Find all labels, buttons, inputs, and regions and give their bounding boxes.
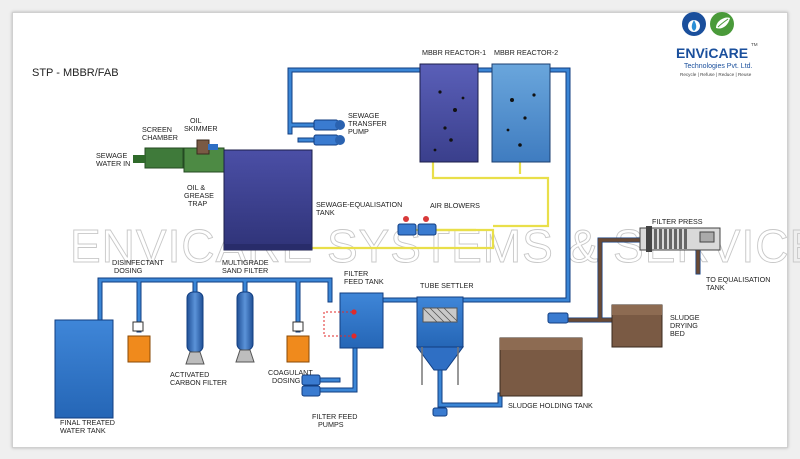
label-filter-feed-pumps-1: FILTER FEED [312, 412, 357, 421]
disinfectant-dosing-tank [127, 321, 151, 363]
label-oil-skimmer-1: OIL [190, 116, 202, 125]
coagulant-dosing-tank [286, 321, 310, 363]
label-mbbr-reactor-1: MBBR REACTOR-1 [422, 48, 486, 57]
filter-feed-tank [323, 292, 384, 349]
label-sludge-drying-bed-2: DRYING [670, 321, 698, 330]
final-treated-water-tank [54, 319, 114, 419]
label-to-equalisation-2: TANK [706, 283, 725, 292]
sludge-drying-bed [611, 304, 663, 348]
label-sewage-water-in-1: SEWAGE [96, 151, 127, 160]
label-sludge-holding-tank: SLUDGE HOLDING TANK [508, 401, 593, 410]
tube-settler [416, 296, 464, 417]
label-coagulant-dosing-2: DOSING [272, 376, 301, 385]
label-to-equalisation-1: TO EQUALISATION [706, 275, 770, 284]
label-sewage-transfer-pump-2: TRANSFER [348, 119, 387, 128]
label-oil-grease-trap-3: TRAP [188, 199, 207, 208]
envicare-logo: ENViCARE TM Technologies Pvt. Ltd. Recyc… [676, 12, 758, 77]
activated-carbon-filter [185, 291, 205, 365]
label-oil-grease-trap-1: OIL & [187, 183, 205, 192]
label-activated-carbon-filter-2: CARBON FILTER [170, 378, 227, 387]
air-blowers [397, 216, 437, 236]
logo-company-name: Technologies Pvt. Ltd. [684, 63, 753, 70]
diagram-labels: SEWAGE WATER IN SCREEN CHAMBER OIL SKIMM… [60, 48, 770, 435]
label-mbbr-reactor-2: MBBR REACTOR-2 [494, 48, 558, 57]
label-coagulant-dosing-1: COAGULANT [268, 368, 313, 377]
label-sewage-water-in-2: WATER IN [96, 159, 130, 168]
logo-tagline: Recycle | Refuse | Reduce | Reuse [680, 72, 752, 77]
label-activated-carbon-filter-1: ACTIVATED [170, 370, 209, 379]
label-sewage-transfer-pump-3: PUMP [348, 127, 369, 136]
sludge-pump [547, 312, 569, 324]
label-disinfectant-dosing-1: DISINFECTANT [112, 258, 164, 267]
label-oil-grease-trap-2: GREASE [184, 191, 214, 200]
label-final-treated-water-tank-2: WATER TANK [60, 426, 106, 435]
label-filter-feed-tank-1: FILTER [344, 269, 368, 278]
label-final-treated-water-tank-1: FINAL TREATED [60, 418, 115, 427]
logo-trademark: TM [751, 42, 758, 47]
label-disinfectant-dosing-2: DOSING [114, 266, 143, 275]
label-filter-press: FILTER PRESS [652, 217, 703, 226]
water-drop-leaf-icon [682, 12, 734, 36]
multigrade-sand-filter [235, 291, 255, 363]
filter-feed-pumps [301, 374, 321, 397]
logo-brand-name: ENViCARE [676, 45, 748, 61]
sewage-equalisation-tank [223, 149, 313, 251]
screen-chamber [133, 139, 225, 173]
label-oil-skimmer-2: SKIMMER [184, 124, 218, 133]
label-filter-feed-tank-2: FEED TANK [344, 277, 384, 286]
label-screen-chamber-1: SCREEN [142, 125, 172, 134]
pipe-network [97, 67, 701, 408]
mbbr-reactor-1 [419, 63, 479, 163]
label-filter-feed-pumps-2: PUMPS [318, 420, 344, 429]
sludge-holding-tank [499, 337, 583, 397]
diagram-title: STP - MBBR/FAB [32, 67, 119, 79]
label-tube-settler: TUBE SETTLER [420, 281, 474, 290]
filter-press [639, 226, 721, 252]
label-sludge-drying-bed-1: SLUDGE [670, 313, 700, 322]
label-equalisation-tank-1: SEWAGE-EQUALISATION [316, 200, 402, 209]
sewage-transfer-pumps [313, 119, 345, 146]
label-multigrade-sand-filter-1: MULTIGRADE [222, 258, 269, 267]
label-multigrade-sand-filter-2: SAND FILTER [222, 266, 268, 275]
label-sludge-drying-bed-3: BED [670, 329, 685, 338]
label-air-blowers: AIR BLOWERS [430, 201, 480, 210]
label-equalisation-tank-2: TANK [316, 208, 335, 217]
label-screen-chamber-2: CHAMBER [142, 133, 178, 142]
label-sewage-transfer-pump-1: SEWAGE [348, 111, 379, 120]
mbbr-reactor-2 [491, 63, 551, 163]
